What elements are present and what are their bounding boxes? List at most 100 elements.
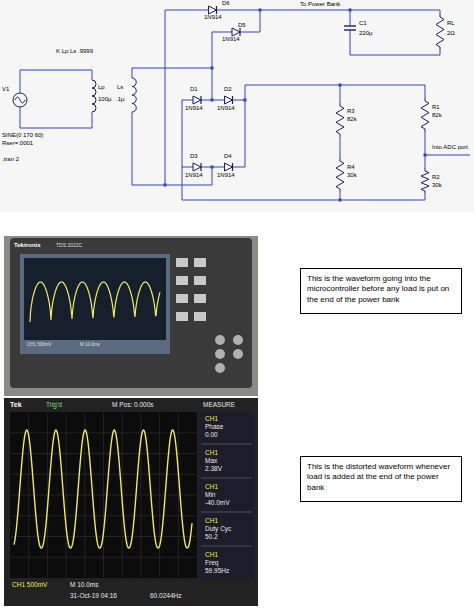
knob xyxy=(215,363,225,373)
wire xyxy=(240,32,260,33)
scope-screen xyxy=(10,412,197,578)
component-label: D3 xyxy=(190,153,198,159)
resistor-symbol xyxy=(336,158,344,192)
component-label: D6 xyxy=(222,0,230,6)
component-label: Rser=.0001 xyxy=(2,140,33,146)
wire xyxy=(260,10,261,32)
scope-readout: 31-Oct-19 04:16 xyxy=(70,593,117,600)
scope-readout: TDS 2022C xyxy=(56,243,82,248)
wire xyxy=(212,32,213,68)
note-box: This is the distorted waveform whenever … xyxy=(300,456,462,502)
scope-readout: CH1 500mV xyxy=(12,582,47,589)
waveform-trace xyxy=(30,282,160,322)
grid-line xyxy=(11,474,196,475)
component-label: 30k xyxy=(432,182,442,188)
component-label: 1N914 xyxy=(222,36,240,42)
diode-symbol xyxy=(193,96,201,104)
resistor-symbol xyxy=(421,98,429,132)
junction-dot xyxy=(349,9,352,12)
oscilloscope-photo xyxy=(4,236,258,396)
oscilloscope-photo xyxy=(4,398,258,606)
component-label: R3 xyxy=(347,108,355,114)
wire xyxy=(165,10,209,11)
component-label: K Lp Ls .9999 xyxy=(56,48,93,54)
diode-symbol xyxy=(209,6,217,14)
component-label: C1 xyxy=(359,20,367,26)
wire xyxy=(245,85,425,100)
front-button xyxy=(176,276,188,285)
component-label: SINE(0 170 60) xyxy=(2,132,43,138)
wire xyxy=(212,167,225,168)
wire xyxy=(340,85,341,103)
screen-bezel xyxy=(20,254,170,354)
diode-symbol xyxy=(232,96,233,104)
scope-readout: CH1 xyxy=(205,416,218,423)
component-label: .tran 2 xyxy=(2,156,19,162)
wire xyxy=(182,100,425,200)
component-label: 2Ω xyxy=(447,30,455,36)
component-label: 1N914 xyxy=(185,172,203,178)
junction-dot xyxy=(164,184,167,187)
scope-readout: CH1 xyxy=(205,552,218,559)
knob xyxy=(215,349,225,359)
front-button xyxy=(194,294,206,303)
menu-divider xyxy=(201,444,252,445)
junction-dot xyxy=(259,9,262,12)
component-label: D5 xyxy=(238,22,246,28)
diode-symbol xyxy=(193,163,201,171)
component-label: D1 xyxy=(190,86,198,92)
scope-readout: M 10.0ms xyxy=(80,343,100,348)
component-label: 30k xyxy=(347,172,357,178)
note-text: This is the distorted waveform whenever … xyxy=(307,462,455,493)
component-label: 1N914 xyxy=(217,172,235,178)
junction-dot xyxy=(211,99,214,102)
component-label: 220µ xyxy=(359,30,372,36)
front-button xyxy=(176,258,188,267)
oscilloscope-body xyxy=(10,238,252,388)
knob xyxy=(215,335,225,345)
capacitor-symbol xyxy=(344,25,356,26)
wire xyxy=(425,155,470,156)
front-button xyxy=(176,294,188,303)
knob xyxy=(233,335,243,345)
component-label: .1µ xyxy=(116,96,124,102)
scope-readout: M Pos: 0.000s xyxy=(112,402,154,409)
front-button xyxy=(194,312,206,321)
component-label: 82k xyxy=(347,116,357,122)
scope-readout: 59.95Hz xyxy=(205,568,229,575)
wire xyxy=(182,100,193,101)
diode-symbol xyxy=(200,163,201,171)
sine-mark xyxy=(15,97,25,103)
scope-readout: 0.00 xyxy=(205,432,218,439)
scope-screen xyxy=(24,258,166,340)
waveform-trace xyxy=(14,430,192,548)
wire xyxy=(182,167,193,168)
wire xyxy=(425,132,426,168)
scope-readout: CH1 500mV xyxy=(27,343,52,348)
diode-symbol xyxy=(232,28,240,36)
component-label: 82k xyxy=(432,112,442,118)
wire xyxy=(233,100,246,101)
wire xyxy=(425,194,426,200)
diode-symbol xyxy=(200,96,201,104)
junction-dot xyxy=(211,67,214,70)
junction-dot xyxy=(339,84,342,87)
wire xyxy=(212,32,232,33)
wire xyxy=(132,112,212,185)
menu-divider xyxy=(201,478,252,479)
scope-readout: 50.2 xyxy=(205,534,218,541)
diode-symbol xyxy=(225,96,233,104)
component-label: Into ADC port xyxy=(432,144,468,150)
component-label: 100µ xyxy=(98,96,111,102)
measure-menu xyxy=(199,412,254,578)
scope-readout: Min xyxy=(205,492,215,499)
scope-readout: CH1 xyxy=(205,484,218,491)
component-label: D4 xyxy=(224,153,232,159)
resistor-symbol xyxy=(436,14,444,50)
wire xyxy=(350,30,440,55)
scope-readout: Trig'd xyxy=(46,402,62,409)
scope-readout: Phase xyxy=(205,424,223,431)
wire xyxy=(132,68,212,100)
front-button xyxy=(176,312,188,321)
scope-readout: -40.0mV xyxy=(205,500,230,507)
